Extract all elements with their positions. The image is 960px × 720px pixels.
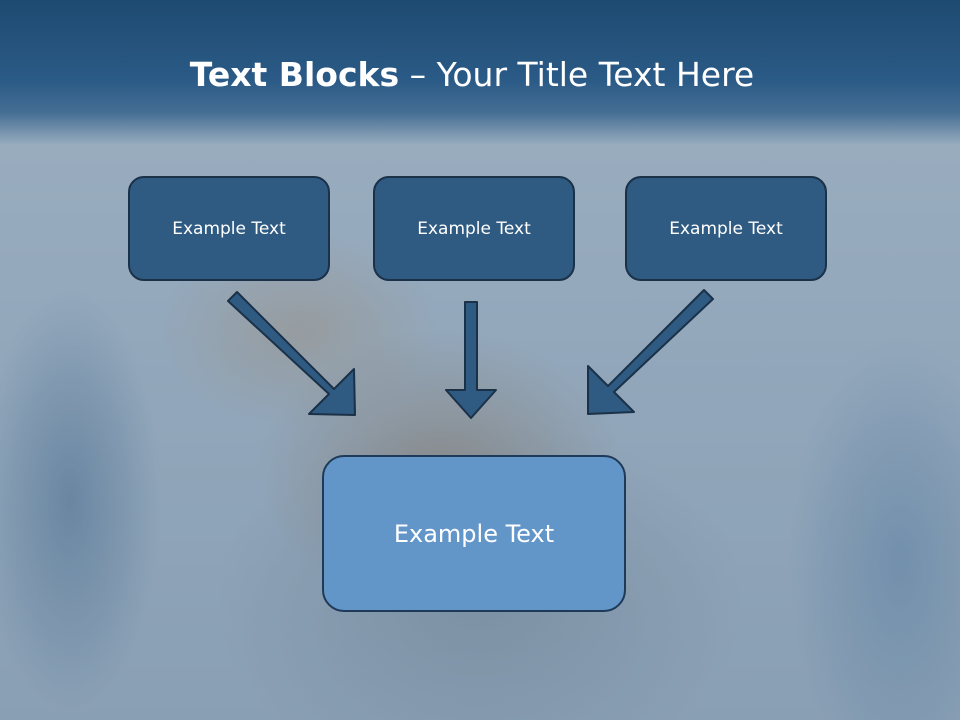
text-block-left[interactable]: Example Text xyxy=(128,176,330,281)
text-block-center-label: Example Text xyxy=(393,519,555,548)
arrow-center-down xyxy=(445,301,497,419)
text-block-right[interactable]: Example Text xyxy=(625,176,827,281)
slide-title-bold: Text Blocks xyxy=(189,55,400,94)
slide-title: Text Blocks – Your Title Text Here xyxy=(0,52,944,98)
text-block-middle-label: Example Text xyxy=(417,218,531,239)
title-band xyxy=(0,0,960,145)
text-block-center[interactable]: Example Text xyxy=(322,455,626,612)
slide-title-dash: – xyxy=(399,55,437,94)
text-block-left-label: Example Text xyxy=(172,218,286,239)
slide-title-rest: Your Title Text Here xyxy=(436,55,755,94)
arrow-right-diagonal xyxy=(587,289,714,415)
text-block-middle[interactable]: Example Text xyxy=(373,176,575,281)
text-block-right-label: Example Text xyxy=(669,218,783,239)
arrow-left-diagonal xyxy=(227,291,356,416)
